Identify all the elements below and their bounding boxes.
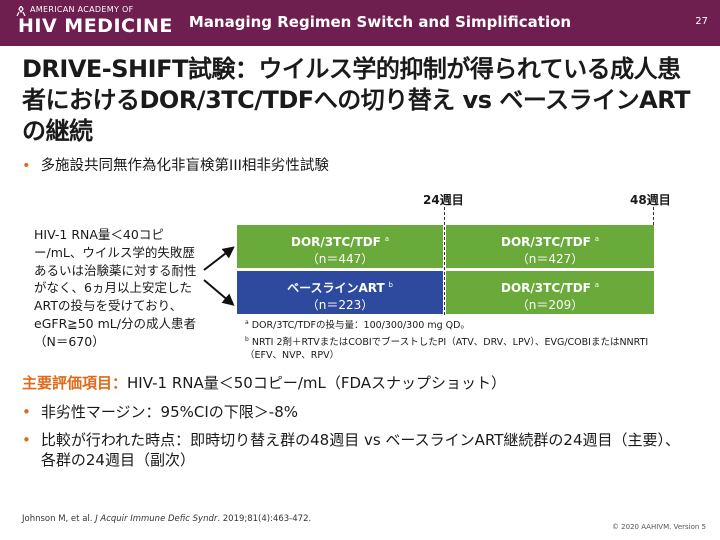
aahivm-logo: AMERICAN ACADEMY OF HIV MEDICINE [16, 5, 173, 37]
copyright: © 2020 AAHIVM. Version 5 [611, 523, 706, 531]
footnotes: a DOR/3TC/TDFの投与量：100/300/300 mg QD。 b N… [245, 316, 685, 363]
bullet-dot-icon: • [22, 431, 31, 449]
arm-n: （n＝209） [516, 298, 584, 312]
citation: Johnson M, et al. J Acquir Immune Defic … [22, 514, 312, 524]
slide-title: DRIVE-SHIFT試験：ウイルス学的抑制が得られている成人患者におけるDOR… [22, 55, 691, 145]
arm-name: ベースラインART [287, 281, 385, 295]
ribbon-icon [16, 6, 26, 16]
arm-n: （n＝447） [306, 252, 374, 266]
bullet-noninferiority-margin: • 非劣性マージン：95%CIの下限＞-8% [22, 401, 298, 422]
population-description: HIV-1 RNA量＜40コピー/mL、ウイルス学的失敗歴あるいは治験薬に対する… [34, 227, 197, 349]
arm-name: DOR/3TC/TDF [291, 235, 381, 249]
logo-org-small: AMERICAN ACADEMY OF [30, 5, 134, 14]
header-bar: AMERICAN ACADEMY OF HIV MEDICINE Managin… [0, 0, 720, 46]
logo-org-big: HIV MEDICINE [18, 15, 173, 37]
footnote-mark: a [594, 281, 599, 289]
arm-n: （n＝223） [306, 298, 374, 312]
week-24-label: 24週目 [423, 193, 464, 207]
footnote-a: a DOR/3TC/TDFの投与量：100/300/300 mg QD。 [245, 319, 470, 332]
primary-endpoint: 主要評価項目：HIV-1 RNA量＜50コピー/mL（FDAスナップショット） [22, 372, 506, 393]
arm-dor-second-24wk: DOR/3TC/TDF a （n＝427） [446, 225, 654, 268]
week-24-marker [444, 207, 445, 315]
page-number: 27 [695, 16, 708, 27]
footnote-mark: a [384, 235, 389, 243]
bullet-dot-icon: • [22, 158, 31, 174]
arm-name: DOR/3TC/TDF [501, 281, 591, 295]
bullet-dot-icon: • [22, 403, 31, 421]
timing-text: 比較が行われた時点：即時切り替え群の48週目 vs ベースラインART継続群の2… [40, 431, 681, 469]
footnote-b: b NRTI 2剤＋RTVまたはCOBIでブーストしたPI（ATV、DRV、LP… [245, 335, 649, 362]
footnote-mark: b [388, 281, 393, 289]
arm-name: DOR/3TC/TDF [501, 235, 591, 249]
randomization-arrows-icon [203, 246, 235, 306]
week-48-label: 48週目 [630, 193, 671, 207]
arm-baseline-art: ベースラインART b （n＝223） [237, 271, 443, 314]
arm-dor-delayed-switch: DOR/3TC/TDF a （n＝209） [446, 271, 654, 314]
bullet-comparison-timing: • 比較が行われた時点：即時切り替え群の48週目 vs ベースラインART継続群の… [22, 430, 702, 470]
primary-endpoint-label: 主要評価項目： [22, 374, 128, 392]
arm-n: （n＝427） [516, 252, 584, 266]
bullet-study-design: • 多施設共同無作為化非盲検第III相非劣性試験 [22, 154, 329, 175]
arm-dor-first-24wk: DOR/3TC/TDF a （n＝447） [237, 225, 443, 268]
header-title: Managing Regimen Switch and Simplificati… [188, 13, 572, 31]
week-48-marker [653, 207, 654, 225]
study-design-text: 多施設共同無作為化非盲検第III相非劣性試験 [40, 158, 329, 174]
primary-endpoint-text: HIV-1 RNA量＜50コピー/mL（FDAスナップショット） [127, 374, 507, 392]
footnote-mark: a [594, 235, 599, 243]
margin-text: 非劣性マージン：95%CIの下限＞-8% [40, 403, 299, 421]
